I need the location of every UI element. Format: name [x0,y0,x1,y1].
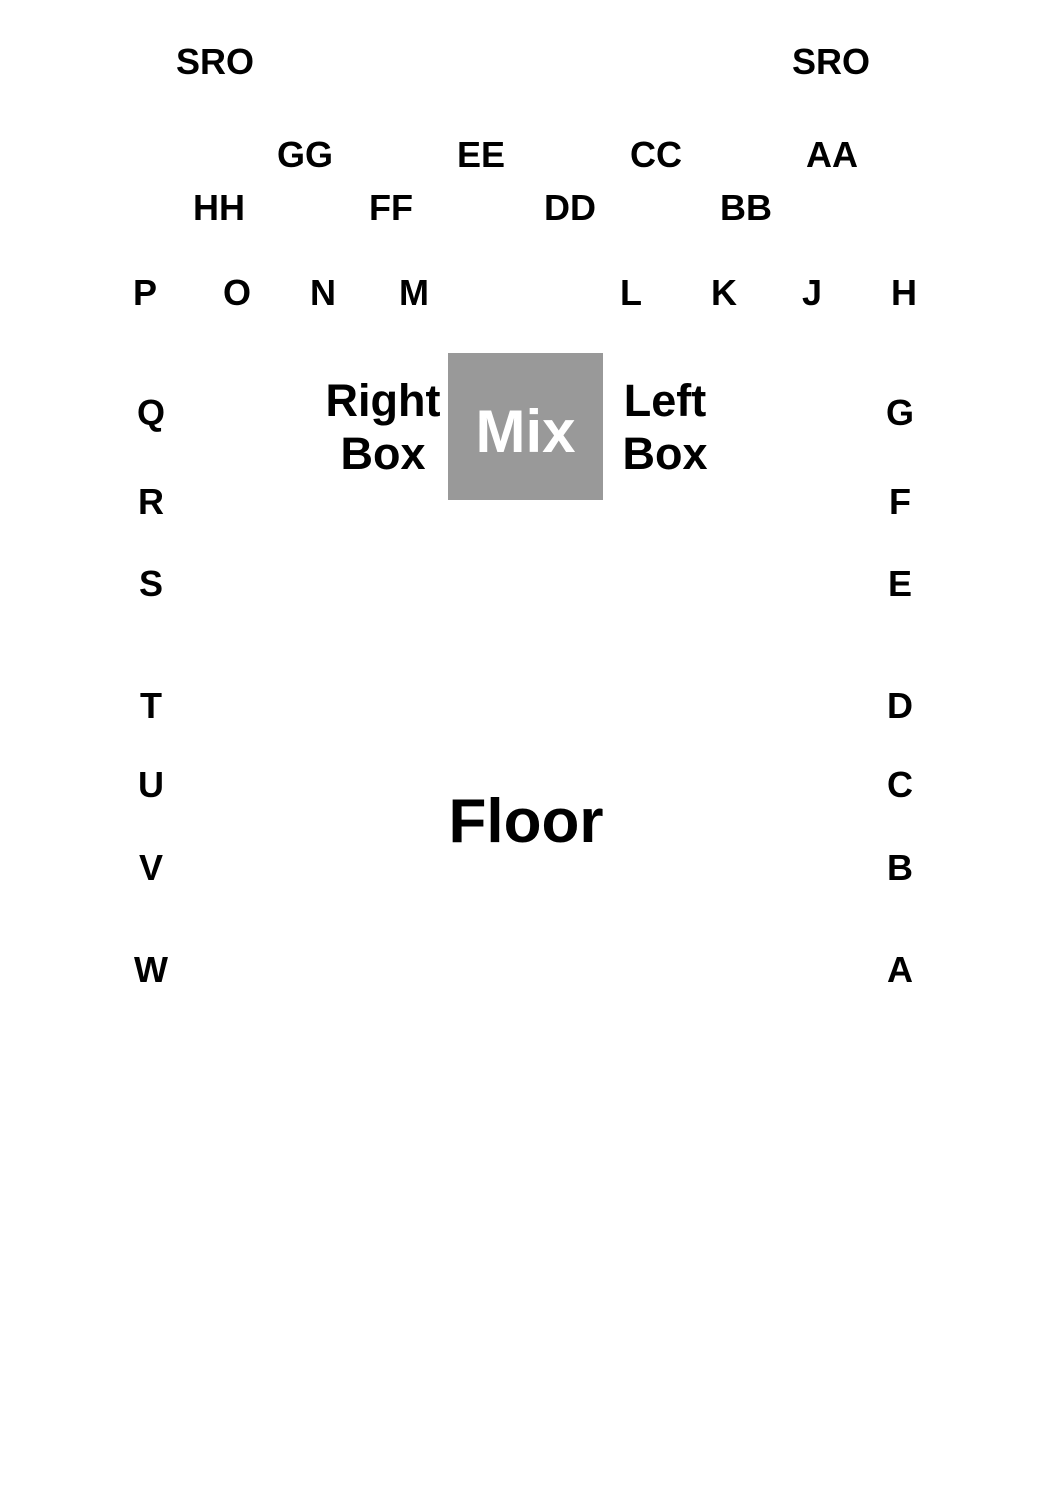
right-box[interactable]: Right Box [326,374,441,480]
section-hh[interactable]: HH [193,187,245,228]
left-box-line2: Box [622,428,708,479]
section-s[interactable]: S [138,563,164,604]
right-box-line1: Right [325,375,441,426]
section-cc[interactable]: CC [630,134,682,175]
section-b[interactable]: B [887,847,913,888]
section-w[interactable]: W [134,949,168,990]
section-c[interactable]: C [887,764,913,805]
section-e[interactable]: E [887,563,913,604]
section-r[interactable]: R [138,481,164,522]
section-v[interactable]: V [138,847,164,888]
section-sro-right[interactable]: SRO [791,41,871,82]
floor-label[interactable]: Floor [448,787,604,856]
mix-label: Mix [475,398,576,466]
section-a[interactable]: A [887,949,913,990]
left-box-line1: Left [623,375,707,426]
section-d[interactable]: D [887,685,913,726]
section-ff[interactable]: FF [369,187,413,228]
section-ee[interactable]: EE [456,134,506,175]
section-n[interactable]: N [310,272,336,313]
section-gg[interactable]: GG [276,134,334,175]
section-aa[interactable]: AA [806,134,858,175]
mix-position: Mix [448,353,603,500]
section-k[interactable]: K [711,272,737,313]
section-q[interactable]: Q [136,392,166,433]
section-m[interactable]: M [399,272,429,313]
right-box-line2: Box [340,428,426,479]
section-u[interactable]: U [138,764,164,805]
section-p[interactable]: P [132,272,158,313]
section-f[interactable]: F [889,481,911,522]
section-l[interactable]: L [620,272,642,313]
section-dd[interactable]: DD [544,187,596,228]
section-sro-left[interactable]: SRO [175,41,255,82]
section-o[interactable]: O [222,272,252,313]
section-h[interactable]: H [891,272,917,313]
left-box[interactable]: Left Box [622,374,707,480]
section-t[interactable]: T [140,685,162,726]
section-j[interactable]: J [801,272,823,313]
section-g[interactable]: G [885,392,915,433]
section-bb[interactable]: BB [720,187,772,228]
